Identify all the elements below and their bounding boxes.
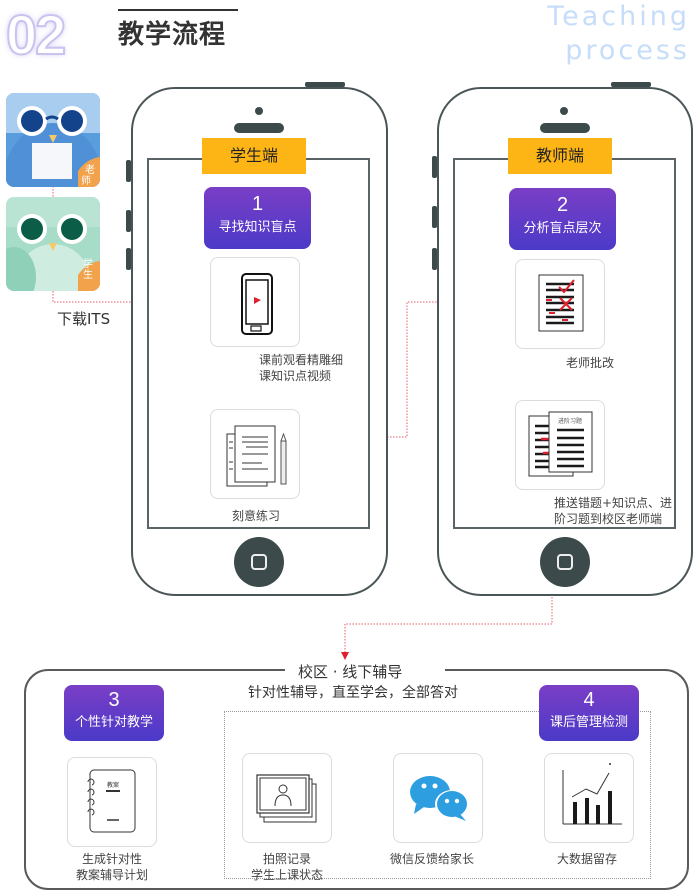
arrow-head-campus [341, 652, 349, 660]
english-title-line2: process [565, 35, 690, 66]
student-home-button [234, 537, 284, 587]
phone-top-button [305, 82, 345, 87]
push-card: 进阶习题 [515, 400, 605, 490]
step-number: 4 [583, 689, 595, 711]
advanced-doc-title: 进阶习题 [558, 417, 582, 425]
phone-camera [560, 107, 568, 115]
lesson-plan-card: 教案 [67, 757, 157, 847]
phone-side-button [432, 248, 437, 270]
photo-caption: 拍照记录 学生上课状态 [247, 851, 327, 883]
teacher-home-button [540, 537, 590, 587]
video-caption-line1: 课前观看精雕细 [259, 353, 344, 367]
grading-caption: 老师批改 [566, 356, 615, 370]
push-caption-line1: 推送错题+知识点、进 [554, 496, 673, 510]
phone-video-icon [241, 273, 273, 335]
teacher-app-icon[interactable]: 老 师 [6, 93, 100, 187]
wechat-card [393, 753, 483, 843]
push-caption-line2: 阶习题到校区老师端 [554, 512, 663, 526]
student-side-tag: 学生端 [202, 138, 306, 174]
big-data-caption: 大数据留存 [557, 852, 618, 866]
step-label: 寻找知识盲点 [218, 220, 297, 235]
practice-docs-icon [226, 425, 287, 487]
student-badge: 学生 [83, 259, 93, 281]
step-label: 课后管理检测 [549, 715, 628, 730]
student-owl-icon [6, 197, 100, 291]
step-2-box: 2 分析盲点层次 [509, 188, 616, 250]
home-square-icon [251, 554, 267, 570]
download-its-label: 下载ITS [57, 310, 111, 328]
plan-caption-line1: 生成针对性 [81, 852, 142, 866]
teacher-badge-char1: 老 [85, 163, 95, 176]
student-app-icon[interactable]: 学生 [6, 197, 100, 291]
phone-side-button [126, 210, 131, 232]
lesson-plan-notebook-icon: 教案 [87, 769, 136, 833]
phone-side-button [126, 248, 131, 270]
phone-side-button [432, 206, 437, 228]
photo-caption-line1: 拍照记录 [262, 852, 311, 866]
phone-side-button [432, 156, 437, 178]
big-data-card [544, 753, 634, 843]
push-caption: 推送错题+知识点、进 阶习题到校区老师端 [554, 495, 672, 527]
step-label: 分析盲点层次 [523, 221, 602, 236]
connector-practice-to-grading [300, 301, 510, 438]
plan-caption-line2: 教案辅导计划 [75, 868, 148, 882]
bar-line-chart-icon [562, 763, 622, 825]
photo-record-card [242, 753, 332, 843]
plan-doc-title: 教案 [107, 781, 119, 789]
practice-caption: 刻意练习 [232, 509, 281, 523]
campus-subtitle: 针对性辅导，直至学会，全部答对 [248, 685, 458, 701]
grading-card [515, 259, 605, 349]
title-rule [118, 9, 238, 11]
phone-speaker [540, 123, 590, 133]
step-number: 2 [556, 194, 569, 216]
step-label: 个性针对教学 [74, 715, 153, 730]
step-3-box: 3 个性针对教学 [64, 685, 164, 741]
phone-side-button [126, 160, 131, 182]
step-number: 1 [251, 193, 264, 215]
video-caption-line2: 课知识点视频 [259, 369, 332, 383]
campus-title: 校区 · 线下辅导 [298, 663, 403, 681]
english-title: Teaching process [547, 0, 690, 68]
video-caption: 课前观看精雕细 课知识点视频 [259, 352, 343, 384]
phone-camera [255, 107, 263, 115]
teacher-side-tag: 教师端 [508, 138, 612, 174]
photo-caption-line2: 学生上课状态 [250, 868, 323, 882]
practice-card [210, 409, 300, 499]
plan-caption: 生成针对性 教案辅导计划 [72, 851, 152, 883]
photo-record-icon [256, 774, 317, 823]
phone-speaker [234, 123, 284, 133]
english-title-line1: Teaching [547, 1, 690, 32]
phone-top-button [611, 82, 651, 87]
section-number: 02 [5, 3, 67, 67]
post-class-area [224, 711, 651, 879]
teacher-badge-char2: 师 [81, 174, 91, 187]
page-title: 教学流程 [118, 20, 227, 50]
wechat-icon [410, 776, 469, 821]
step-number: 3 [108, 689, 120, 711]
home-square-icon [557, 554, 573, 570]
step-1-box: 1 寻找知识盲点 [204, 187, 311, 249]
teacher-owl-icon: 老 师 [6, 93, 100, 187]
video-card [210, 257, 300, 347]
advanced-exercises-icon: 进阶习题 [528, 411, 593, 477]
graded-paper-icon [538, 274, 584, 332]
step-4-box: 4 课后管理检测 [539, 685, 639, 741]
wechat-caption: 微信反馈给家长 [390, 852, 475, 866]
panel-title-mask [285, 660, 445, 682]
